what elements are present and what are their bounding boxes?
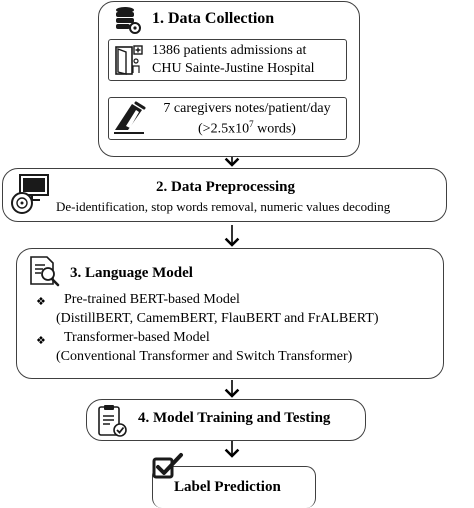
preprocessing-detail: De-identification, stop words removal, n… [56,199,391,214]
notes-line-2-exponent: 7 [249,119,254,129]
bert-model-label: Pre-trained BERT-based Model [64,292,240,307]
document-search-icon [27,254,61,288]
bert-model-detail: (DistillBERT, CamemBERT, FlauBERT and Fr… [56,311,379,326]
language-model-title: 3. Language Model [70,265,193,281]
notes-line-2-prefix: (>2.5x10 [198,121,250,137]
notes-line-1: 7 caregivers notes/patient/day [163,101,331,116]
language-model-box [16,248,444,379]
bullet-diamond-icon: ❖ [36,295,46,308]
writing-hand-icon [112,100,148,136]
hospital-door-icon [114,44,144,76]
preprocessing-box [2,168,447,222]
admissions-line-2: CHU Sainte-Justine Hospital [152,61,315,76]
label-prediction-title: Label Prediction [174,479,281,495]
transformer-model-label: Transformer-based Model [64,330,210,345]
clipboard-check-icon [96,403,128,439]
monitor-disc-icon [10,172,50,216]
admissions-box [108,39,347,81]
notes-line-2: (>2.5x107 words) [152,119,342,138]
training-title: 4. Model Training and Testing [138,410,331,426]
bullet-diamond-icon: ❖ [36,334,46,347]
data-collection-title: 1. Data Collection [152,10,275,27]
checkbox-icon [150,452,184,482]
notes-line-2-suffix: words) [253,121,296,137]
preprocessing-title: 2. Data Preprocessing [156,179,296,195]
database-gear-icon [115,6,141,34]
caregiver-notes-box [108,97,347,140]
training-box [86,399,366,441]
transformer-model-detail: (Conventional Transformer and Switch Tra… [56,349,353,364]
label-prediction-box [152,466,316,508]
admissions-line-1: 1386 patients admissions at [152,43,307,58]
